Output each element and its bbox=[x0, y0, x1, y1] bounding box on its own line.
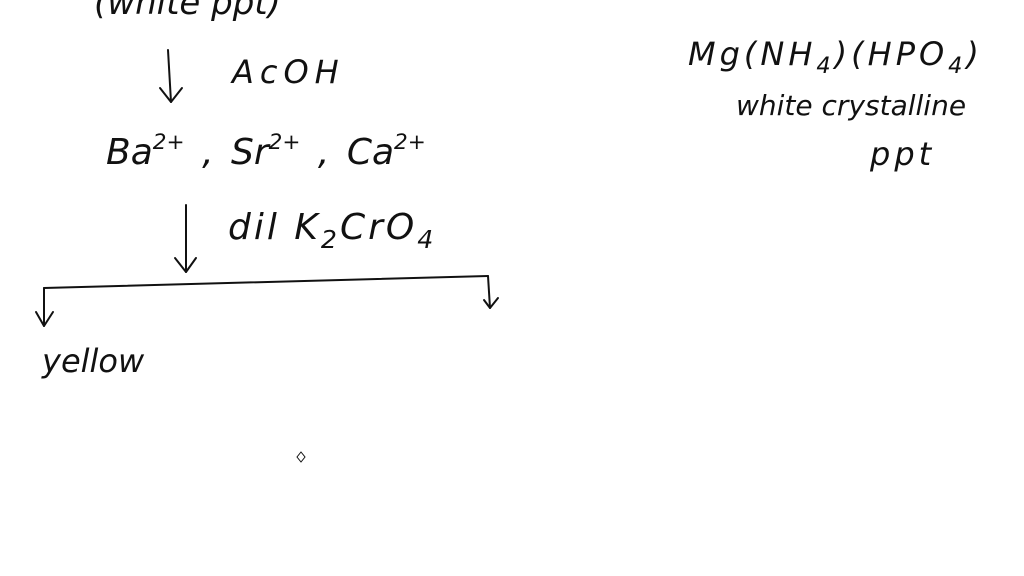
branch-arrow-right-head bbox=[483, 297, 499, 309]
ion-sr: Sr bbox=[230, 132, 269, 173]
branch-arrow-left-head bbox=[35, 311, 54, 327]
white-ppt-label: (white ppt) bbox=[94, 0, 281, 23]
ion-ba-charge: 2+ bbox=[152, 129, 185, 155]
result-yellow: yellow bbox=[42, 342, 145, 380]
ion-sr-charge: 2+ bbox=[268, 129, 301, 155]
desc-ppt: ppt bbox=[870, 135, 936, 173]
desc-white-crystalline: white crystalline bbox=[736, 89, 967, 122]
formula-mgnh4hpo4: Mg(NH4)(HPO4) bbox=[688, 35, 983, 79]
cursor-icon bbox=[296, 451, 306, 463]
ion-ba: Ba bbox=[106, 132, 153, 173]
reagent-acoh: AcOH bbox=[232, 53, 345, 91]
ions-line: Ba2+ , Sr2+ , Ca2+ bbox=[106, 129, 426, 173]
branch-arrow-right bbox=[487, 275, 491, 309]
ion-ca: Ca bbox=[346, 132, 395, 173]
ion-ca-charge: 2+ bbox=[394, 129, 426, 155]
reagent-k2cro4: dil K2CrO4 bbox=[228, 207, 437, 254]
down-arrow-1 bbox=[167, 49, 172, 103]
down-arrow-1-head bbox=[159, 87, 183, 103]
down-arrow-2-head bbox=[174, 257, 197, 273]
branch-line bbox=[43, 275, 489, 289]
